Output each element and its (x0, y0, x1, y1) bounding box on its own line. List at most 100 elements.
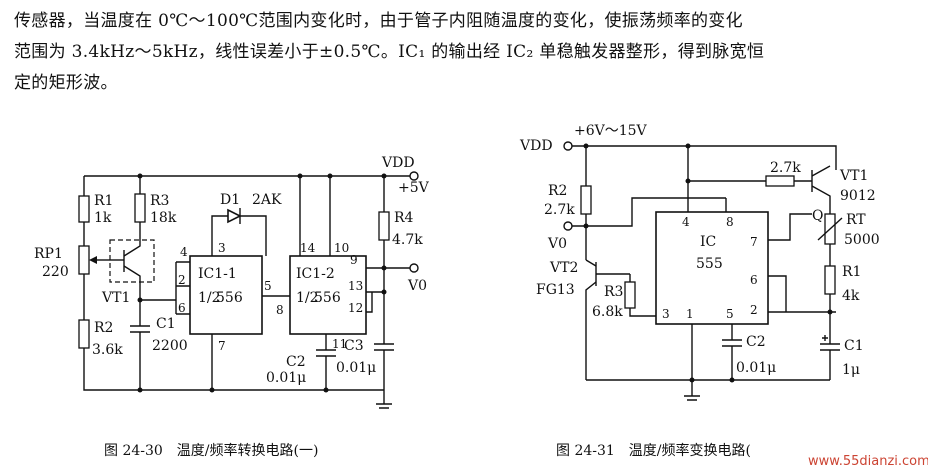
v0-label: V0 (547, 236, 567, 252)
r3-right-label: R3 (604, 284, 623, 300)
ic1-1-part: 556 (216, 290, 243, 306)
ic1-2-chip (289, 255, 367, 335)
pin-6-555: 6 (750, 273, 758, 287)
potentiometer-rp1 (78, 245, 90, 275)
resistor-r1-right (824, 265, 836, 295)
pin-5-555: 5 (726, 307, 734, 321)
pin-3-ic11: 3 (218, 241, 226, 255)
c1-right-label: C1 (844, 338, 864, 354)
pin-5-ic11: 5 (264, 279, 272, 293)
r1-value: 1k (94, 210, 112, 226)
ic1-2-fraction: 1/2 (296, 290, 319, 306)
pin-11-ic12: 11 (332, 337, 347, 351)
pin-14-ic12: 14 (300, 241, 316, 255)
paragraph-line-3: 定的矩形波。 (14, 73, 118, 93)
vdd-label-right: VDD (519, 138, 553, 154)
vout-terminal (409, 263, 419, 273)
resistor-r2-right (580, 185, 592, 215)
resistor-2-7k-base (765, 175, 795, 187)
rt-label: RT (846, 212, 866, 228)
pin-2-555: 2 (750, 303, 758, 317)
res27-value: 2.7k (770, 160, 801, 176)
resistor-r4 (378, 211, 390, 241)
ic-555-label: IC (700, 234, 716, 250)
rt-value: 5000 (844, 232, 880, 248)
pin-10-ic12: 10 (334, 241, 349, 255)
c2-right-label: C2 (746, 334, 766, 350)
r1-label: R1 (94, 193, 113, 209)
ic1-1-fraction: 1/2 (198, 290, 221, 306)
vt1-right-label: VT1 (839, 168, 868, 184)
pin-7-ic11: 7 (218, 339, 226, 353)
d1-label: D1 (220, 192, 240, 208)
r1-right-value: 4k (842, 288, 860, 304)
vt2-label: VT2 (549, 260, 578, 276)
ic1-1-chip (189, 255, 263, 335)
diode-d1 (227, 208, 242, 224)
ic1-1-label: IC1-1 (198, 266, 237, 282)
vt1-right-part: 9012 (840, 188, 876, 204)
figure-caption-24-30: 图 24-30 温度/频率转换电路(一) (104, 443, 319, 459)
r2-value: 3.6k (92, 342, 123, 358)
resistor-r2 (78, 319, 90, 349)
pin-7-555: 7 (750, 235, 758, 249)
pin-3-555: 3 (662, 307, 670, 321)
pin-8-555: 8 (726, 215, 734, 229)
pin-6-ic11: 6 (178, 301, 186, 315)
d1-value: 2AK (252, 192, 282, 208)
r2-label: R2 (94, 320, 113, 336)
pin-4-555: 4 (682, 215, 690, 229)
resistor-r3-right (624, 281, 636, 309)
c2-label: C2 (286, 354, 306, 370)
figure-caption-24-31: 图 24-31 温度/频率变换电路( (556, 443, 751, 459)
resistor-r1 (78, 195, 90, 223)
pin-9-ic12: 9 (350, 253, 358, 267)
pin-12-ic12: 12 (348, 301, 363, 315)
rp1-label: RP1 (34, 246, 63, 262)
vdd-terminal-right (563, 141, 573, 151)
resistor-r3 (134, 193, 146, 223)
pin-8-ic12: 8 (276, 303, 284, 317)
ic1-2-label: IC1-2 (296, 266, 335, 282)
vdd-label-left: VDD (381, 155, 415, 171)
v0-terminal (563, 221, 573, 231)
c3-value: 0.01μ (336, 360, 376, 376)
rp1-value: 220 (42, 264, 69, 280)
c3-label: C3 (344, 338, 364, 354)
q-label: Q (812, 208, 823, 224)
watermark: www.55dianzi.com (808, 454, 928, 469)
ground-symbol-right (684, 380, 700, 401)
paragraph-line-1: 传感器，当温度在 0℃～100℃范围内变化时，由于管子内阻随温度的变化，使振荡频… (14, 11, 743, 31)
pin-13-ic12: 13 (348, 279, 363, 293)
vt1-sensor-box (109, 239, 155, 283)
c2-value: 0.01μ (266, 370, 306, 386)
ic1-2-part: 556 (314, 290, 341, 306)
c1-right-value: 1μ (842, 362, 860, 378)
c1-value: 2200 (152, 338, 188, 354)
pin-1-555: 1 (686, 307, 694, 321)
r3-value: 18k (150, 210, 177, 226)
c2-right-value: 0.01μ (736, 360, 776, 376)
ground-symbol (376, 403, 392, 409)
r2-right-label: R2 (548, 183, 567, 199)
ic-555-chip (655, 211, 769, 325)
vout-label: V0 (407, 278, 427, 294)
r3-right-value: 6.8k (592, 304, 623, 320)
r4-value: 4.7k (392, 232, 423, 248)
paragraph-line-2: 范围为 3.4kHz～5kHz，线性误差小于±0.5℃。IC₁ 的输出经 IC₂… (14, 42, 765, 62)
supply-label-right: +6V～15V (574, 123, 648, 139)
supply-label-left: +5V (398, 180, 430, 196)
vt1-label: VT1 (101, 290, 130, 306)
c1-label: C1 (156, 316, 176, 332)
vt2-part: FG13 (536, 282, 575, 298)
body-paragraph: 传感器，当温度在 0℃～100℃范围内变化时，由于管子内阻随温度的变化，使振荡频… (14, 6, 918, 99)
r1-right-label: R1 (842, 264, 861, 280)
ic-555-part: 555 (696, 256, 723, 272)
pin-2-ic11: 2 (178, 273, 186, 287)
r4-label: R4 (394, 210, 414, 226)
r2-right-value: 2.7k (544, 202, 575, 218)
vdd-terminal-left (409, 171, 419, 181)
pin-4-ic11: 4 (180, 245, 188, 259)
